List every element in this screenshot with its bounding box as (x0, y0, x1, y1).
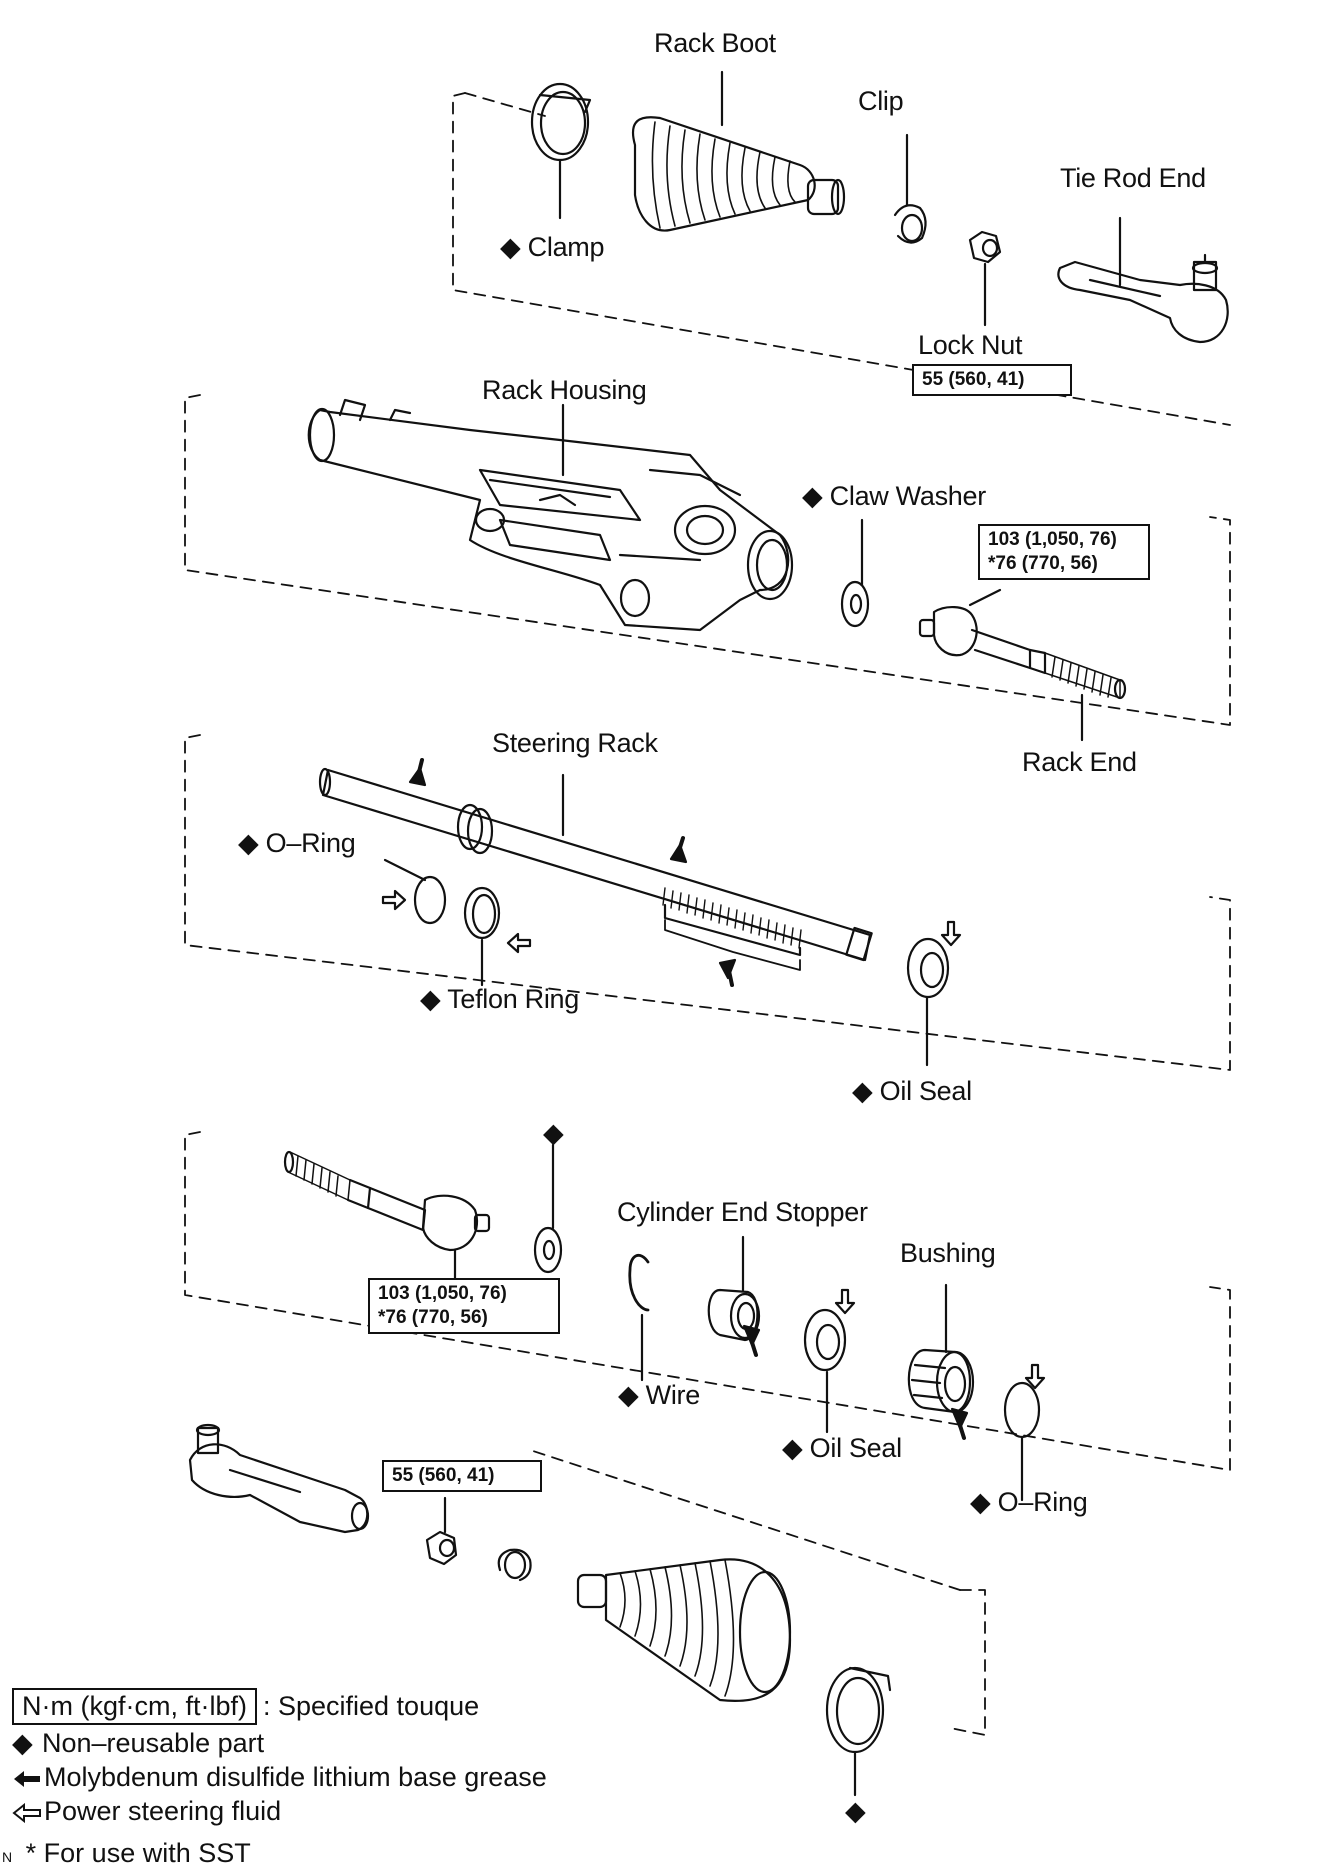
dashed-outlines (184, 92, 1231, 1736)
clamp-part-2 (825, 1666, 892, 1754)
label-oil-seal-2: ◆ Oil Seal (782, 1433, 902, 1464)
non-reusable-icon: ◆ (618, 1380, 639, 1410)
non-reusable-icon: ◆ (12, 1728, 33, 1758)
non-reusable-icon: ◆ (420, 984, 441, 1014)
legend-units: N·m (kgf·cm, ft·lbf): Specified touque (12, 1688, 479, 1725)
torque-rack-end-line2: *76 (770, 56) (988, 553, 1098, 574)
lock-nut-part (968, 230, 1002, 264)
legend-sst-text: For use with SST (43, 1838, 251, 1868)
torque-rack-end-2-line1: 103 (1,050, 76) (378, 1283, 507, 1304)
legend-psf: Power steering fluid (12, 1796, 281, 1827)
rack-boot-part-2 (576, 1558, 792, 1702)
clip-part (893, 204, 927, 244)
label-lock-nut: Lock Nut (918, 330, 1023, 360)
rack-housing-part (307, 398, 794, 632)
legend-unit-desc: : Specified touque (262, 1691, 480, 1721)
label-clamp-2-symbol: ◆ (845, 1796, 866, 1826)
o-ring-part (413, 875, 447, 925)
label-clip: Clip (858, 86, 904, 116)
legend-non-reusable: ◆ Non–reusable part (12, 1728, 264, 1759)
grease-arrow-icon (14, 1770, 40, 1787)
label-claw-washer-text: Claw Washer (829, 481, 987, 511)
non-reusable-icon: ◆ (970, 1487, 991, 1517)
legend-moly-grease: Molybdenum disulfide lithium base grease (12, 1762, 547, 1793)
label-steering-rack: Steering Rack (492, 728, 658, 758)
label-oil-seal-text: Oil Seal (879, 1076, 972, 1106)
legend-psf-text: Power steering fluid (44, 1796, 282, 1826)
label-claw-washer: ◆ Claw Washer (802, 481, 986, 512)
label-teflon-ring: ◆ Teflon Ring (420, 984, 579, 1015)
label-o-ring-2: ◆ O–Ring (970, 1487, 1088, 1518)
bushing-part (907, 1348, 975, 1414)
clamp-part (530, 82, 592, 162)
torque-rack-end-2: 103 (1,050, 76) *76 (770, 56) (368, 1278, 560, 1334)
claw-washer-part (840, 580, 870, 628)
legend-moly-grease-text: Molybdenum disulfide lithium base grease (44, 1762, 547, 1792)
tie-rod-end-part (1057, 253, 1229, 344)
label-teflon-ring-text: Teflon Ring (447, 984, 579, 1014)
oil-seal-part (906, 937, 950, 999)
label-oil-seal: ◆ Oil Seal (852, 1076, 972, 1107)
torque-rack-end: 103 (1,050, 76) *76 (770, 56) (978, 524, 1150, 580)
rack-end-part (918, 606, 1127, 700)
o-ring-part-2 (1003, 1381, 1041, 1439)
label-rack-boot: Rack Boot (654, 28, 776, 58)
legend-non-reusable-text: Non–reusable part (42, 1728, 265, 1758)
corner-code: N (2, 1849, 13, 1865)
teflon-ring-part (463, 886, 501, 940)
torque-lock-nut-2: 55 (560, 41) (382, 1460, 542, 1492)
tie-rod-end-part-2 (188, 1423, 370, 1534)
label-clamp: ◆ Clamp (500, 232, 605, 263)
rack-end-part-2 (283, 1150, 491, 1252)
label-clamp-text: Clamp (527, 232, 605, 262)
label-washer-symbol: ◆ (543, 1118, 564, 1148)
legend-unit-box: N·m (kgf·cm, ft·lbf) (12, 1688, 257, 1725)
torque-lock-nut: 55 (560, 41) (912, 364, 1072, 396)
label-o-ring-text: O–Ring (265, 828, 356, 858)
label-o-ring: ◆ O–Ring (238, 828, 356, 859)
non-reusable-icon: ◆ (782, 1433, 803, 1463)
label-rack-end: Rack End (1022, 747, 1137, 777)
wire-part (628, 1253, 650, 1312)
label-o-ring-2-text: O–Ring (997, 1487, 1088, 1517)
clip-part-2 (497, 1548, 532, 1582)
legend-sst-mark: * (25, 1838, 37, 1868)
non-reusable-icon: ◆ (852, 1076, 873, 1106)
legend-sst: N * For use with SST (2, 1838, 251, 1869)
torque-rack-end-2-line2: *76 (770, 56) (378, 1307, 488, 1328)
non-reusable-icon: ◆ (238, 828, 259, 858)
non-reusable-icon: ◆ (802, 481, 823, 511)
label-bushing: Bushing (900, 1238, 996, 1268)
label-oil-seal-2-text: Oil Seal (809, 1433, 902, 1463)
steering-rack-part (318, 767, 873, 971)
label-cylinder-end-stopper: Cylinder End Stopper (617, 1197, 868, 1227)
fluid-arrow-icon (12, 1802, 41, 1823)
label-tie-rod-end: Tie Rod End (1060, 163, 1206, 193)
non-reusable-icon: ◆ (500, 232, 521, 262)
lock-nut-part-2 (425, 1530, 458, 1566)
oil-seal-part-2 (803, 1308, 847, 1372)
label-wire: ◆ Wire (618, 1380, 700, 1411)
rack-boot-part (632, 116, 846, 232)
label-wire-text: Wire (645, 1380, 701, 1410)
torque-rack-end-line1: 103 (1,050, 76) (988, 529, 1117, 550)
claw-washer-part-2 (533, 1226, 563, 1274)
label-rack-housing: Rack Housing (482, 375, 647, 405)
